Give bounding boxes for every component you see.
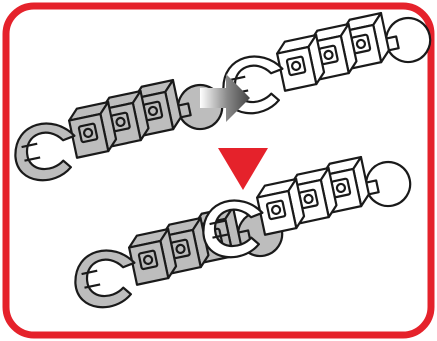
attach-arrow-icon — [200, 74, 250, 122]
down-arrow-icon — [218, 148, 268, 190]
